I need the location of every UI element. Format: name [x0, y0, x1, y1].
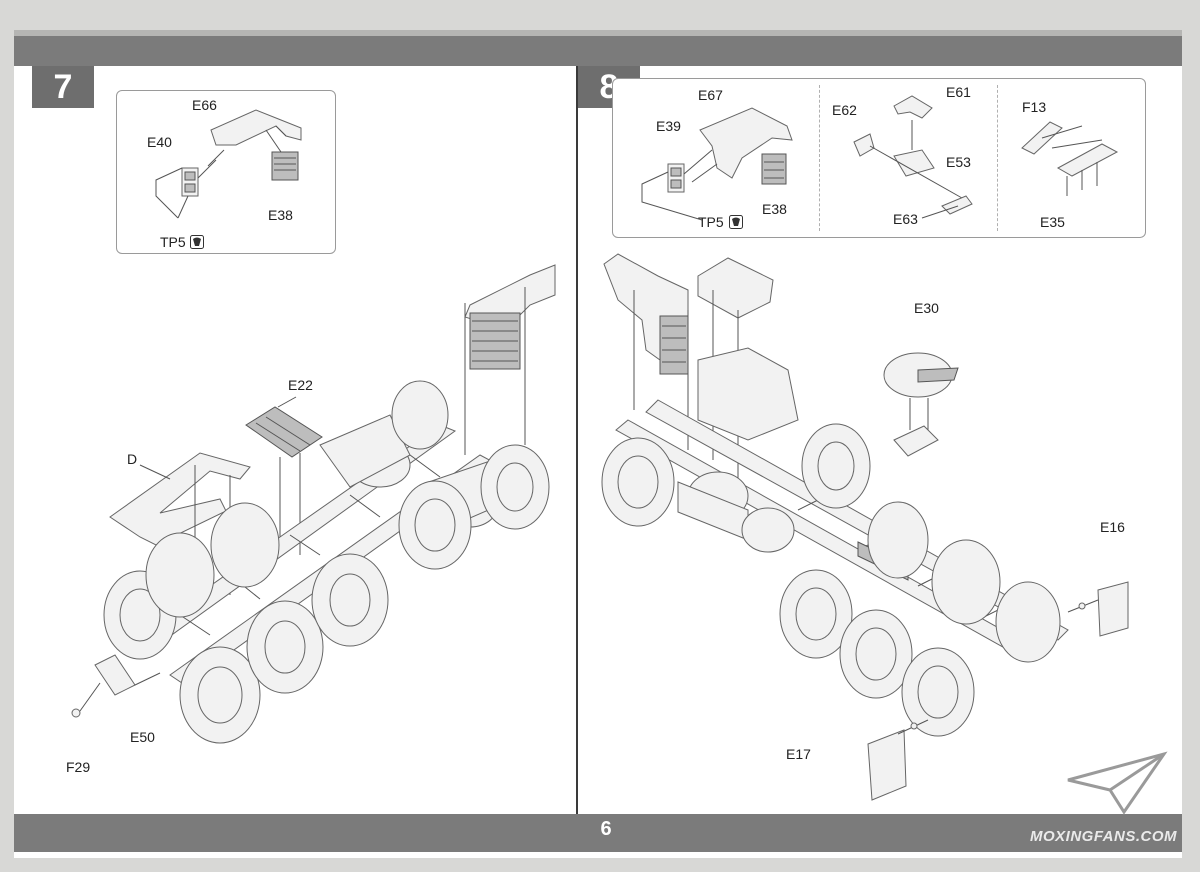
label-e35: E35: [1040, 214, 1065, 230]
label-e39: E39: [656, 118, 681, 134]
step-8-inset: [612, 78, 1146, 238]
label-e53: E53: [946, 154, 971, 170]
label-e40: E40: [147, 134, 172, 150]
label-e17: E17: [786, 746, 811, 762]
page-number: 6: [600, 818, 612, 840]
footer-band: [14, 814, 1182, 852]
label-e66: E66: [192, 97, 217, 113]
label-e30: E30: [914, 300, 939, 316]
label-e38: E38: [268, 207, 293, 223]
step-divider: [576, 66, 578, 814]
watermark: MOXINGFANS.COM: [1030, 828, 1178, 845]
step-8-chassis-drawing: [598, 250, 1138, 810]
label-e61: E61: [946, 84, 971, 100]
wheels: [104, 381, 549, 743]
label-d: D: [127, 451, 138, 467]
step-7-number: 7: [32, 66, 94, 108]
label-e22: E22: [288, 377, 313, 393]
glue-icon: [729, 215, 743, 229]
wheels: [602, 424, 1060, 736]
label-e50: E50: [130, 729, 155, 745]
label-e62: E62: [832, 102, 857, 118]
label-f29: F29: [66, 759, 91, 775]
step-7-chassis-drawing: [60, 255, 580, 775]
step-8-inset-drawing: [612, 78, 1144, 236]
paper-plane-icon: [1064, 750, 1168, 820]
label-tp5-2: TP5: [698, 214, 724, 230]
header-band: [14, 36, 1182, 66]
label-e16: E16: [1100, 519, 1125, 535]
label-e67: E67: [698, 87, 723, 103]
step-7-inset: [116, 90, 336, 254]
glue-icon: [190, 235, 204, 249]
label-f13: F13: [1022, 99, 1047, 115]
label-tp5: TP5: [160, 234, 186, 250]
step-7-inset-drawing: [116, 90, 334, 252]
label-e38-2: E38: [762, 201, 787, 217]
label-e63: E63: [893, 211, 918, 227]
sheet-top-edge: [14, 30, 1182, 36]
